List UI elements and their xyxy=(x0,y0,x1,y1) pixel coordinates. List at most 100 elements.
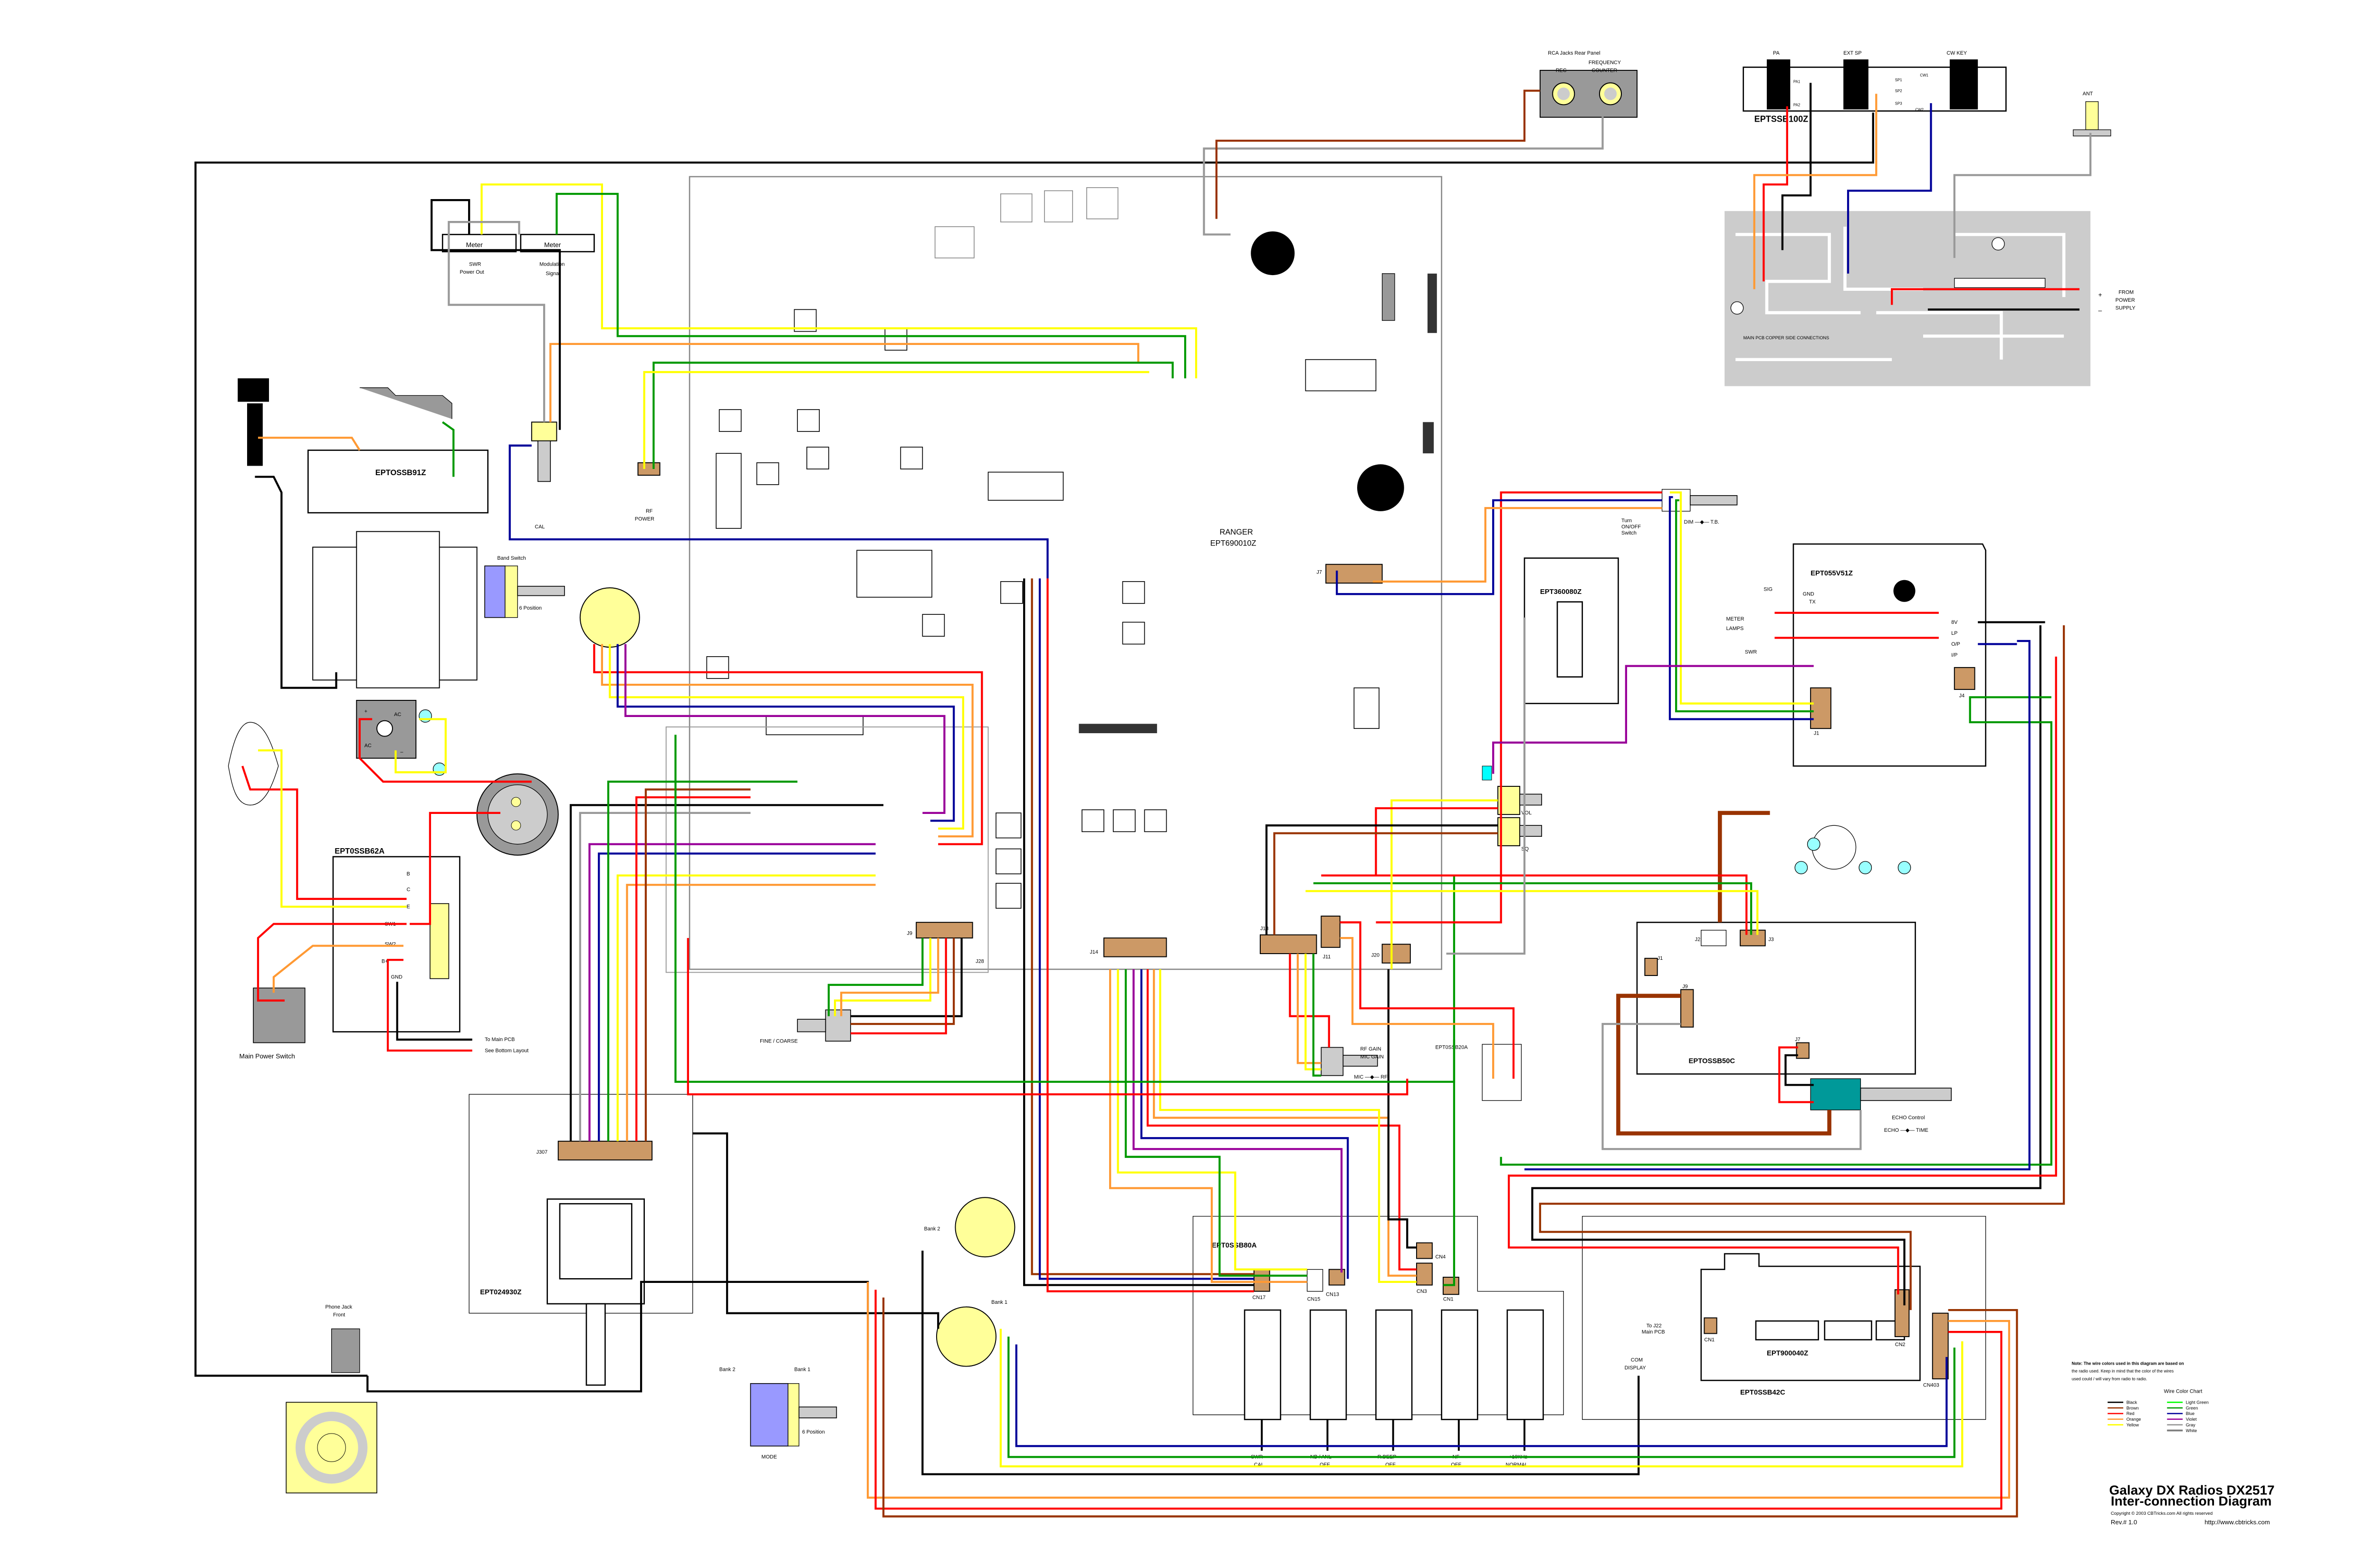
echo-control-label: ECHO Control xyxy=(1892,1115,1925,1121)
sig-label: SIG xyxy=(1763,587,1772,593)
ranger-label: RANGER xyxy=(1219,528,1253,536)
wire-red xyxy=(687,938,1408,1096)
vol-label: VOL xyxy=(1521,810,1532,816)
lp-label: LP xyxy=(1951,631,1957,636)
wire-red xyxy=(593,644,983,845)
wire-red xyxy=(635,796,751,1141)
note-line-3: used could / will vary from radio to rad… xyxy=(2072,1377,2147,1381)
supply-minus: – xyxy=(2098,306,2102,314)
switch-rbeep[interactable] xyxy=(1375,1309,1413,1420)
j9-label: J9 xyxy=(907,930,912,936)
wire-brown xyxy=(1539,625,2065,1310)
plus-label: + xyxy=(364,708,367,714)
j7-50c-label: J7 xyxy=(1795,1037,1800,1042)
switch-swr-cal[interactable] xyxy=(1244,1309,1282,1420)
board-label-eptossb91z: EPTOSSB91Z xyxy=(375,468,426,477)
board-label-ept900040z: EPT900040Z xyxy=(1767,1350,1808,1358)
wire-brown xyxy=(1273,832,1498,935)
legend-label: Blue xyxy=(2186,1411,2194,1416)
power-label: POWER xyxy=(2116,297,2135,303)
website-link[interactable]: http://www.cbtricks.com xyxy=(2204,1519,2270,1526)
wire-blue xyxy=(1524,640,2031,1171)
title-line-1: Galaxy DX Radios DX2517 xyxy=(2109,1482,2275,1497)
board-ept0ssb80a: EPT0SSB80A CN17 CN15 CN13 CN3 CN4 CN1 SW… xyxy=(1192,1216,1564,1468)
main-power-switch[interactable] xyxy=(253,987,306,1043)
wire-red xyxy=(1375,807,1498,876)
wire-red xyxy=(1146,969,1417,1271)
wire-blue xyxy=(1847,103,1932,274)
main-pcb-labels: RANGER EPT690010Z RF POWER J7 J9 J28 J14… xyxy=(635,462,1542,1101)
wire-gray xyxy=(1601,1023,1862,1150)
wire-red xyxy=(874,1290,2002,1510)
legend-label: Violet xyxy=(2186,1417,2197,1422)
pa-jack xyxy=(1766,59,1791,110)
wire-red xyxy=(1321,874,1748,935)
phone-jack[interactable] xyxy=(331,1328,360,1373)
legend-item: Gray xyxy=(2167,1423,2195,1427)
sp1-label: SP1 xyxy=(1895,78,1902,82)
power-transistor xyxy=(228,722,279,806)
onoff-label: ON/OFF xyxy=(1621,524,1641,530)
mic-rf-label: MIC —◆— RF xyxy=(1354,1074,1388,1080)
cn4-label: CN4 xyxy=(1435,1254,1446,1260)
wire-green xyxy=(674,735,1456,1083)
j20-label: J20 xyxy=(1371,953,1380,958)
to-j22-label: To J22 xyxy=(1647,1323,1662,1329)
wire-green xyxy=(1675,499,1814,713)
title-line-2: Inter-connection Diagram xyxy=(2111,1493,2272,1508)
board-ept024930z: J307 EPT024930Z Phone Jack Front Bank 2 … xyxy=(286,1094,1016,1493)
gnd-label: GND xyxy=(1803,592,1814,597)
legend-label: Red xyxy=(2127,1411,2135,1416)
cn15-label: CN15 xyxy=(1307,1296,1321,1302)
cn1-label: CN1 xyxy=(1443,1296,1454,1302)
pin-b-label: B xyxy=(407,871,410,877)
legend-label: Light Green xyxy=(2186,1400,2209,1405)
rf-mic-gain-pot[interactable] xyxy=(1321,1047,1344,1076)
pa2-label: PA2 xyxy=(1793,103,1800,107)
board-label-eptossb50c: EPTOSSB50C xyxy=(1688,1057,1735,1065)
wire-red xyxy=(1763,106,1788,282)
echo-control-pot[interactable] xyxy=(1810,1078,1861,1110)
wire-brown-shielded xyxy=(1616,994,1831,1136)
board-label-ept024930z: EPT024930Z xyxy=(480,1289,521,1296)
wires xyxy=(194,83,2092,1518)
legend-label: Green xyxy=(2186,1405,2198,1410)
counter-label: COUNTER xyxy=(1592,67,1618,73)
switch-nb-anl[interactable] xyxy=(1309,1309,1347,1420)
legend-label: Black xyxy=(2127,1400,2137,1405)
wire-red xyxy=(241,765,407,900)
see-bottom-layout-label: See Bottom Layout xyxy=(485,1048,528,1053)
wire-green xyxy=(556,192,1187,379)
connector-j7-main xyxy=(1325,564,1383,584)
cw-key-jack xyxy=(1949,59,1978,110)
cal-pot[interactable] xyxy=(531,421,557,441)
main-power-switch-label: Main Power Switch xyxy=(240,1052,295,1060)
wire-blue xyxy=(1038,578,1254,1280)
switch-nf[interactable] xyxy=(1441,1309,1478,1420)
wire-blue xyxy=(1336,499,1662,595)
tx-label: TX xyxy=(1809,599,1816,605)
wire-blue xyxy=(616,644,955,822)
board-label-eptssb100z: EPTSSB100Z xyxy=(1754,115,1809,124)
band-rotary-switch[interactable] xyxy=(579,587,640,648)
mode-label: MODE xyxy=(761,1454,777,1460)
band-switch[interactable] xyxy=(484,565,506,618)
main-board-label: EPT690010Z xyxy=(1210,539,1256,547)
com-label: COM xyxy=(1631,1358,1643,1363)
wire-yellow xyxy=(1159,969,1417,1283)
ac-plug-icon xyxy=(359,387,452,419)
wire-black xyxy=(921,1251,1640,1475)
cn403-label: CN403 xyxy=(1923,1382,1939,1388)
ac-label-1: AC xyxy=(394,712,401,717)
switch-10khz[interactable] xyxy=(1506,1309,1544,1420)
wire-orange xyxy=(1340,937,1495,1079)
copper-side-label: MAIN PCB COPPER SIDE CONNECTIONS xyxy=(1744,335,1830,340)
connector-j307 xyxy=(557,1140,653,1161)
wire-gray xyxy=(579,812,751,1141)
cn17-label: CN17 xyxy=(1253,1295,1266,1300)
wire-black xyxy=(194,112,1874,1377)
mode-switch[interactable] xyxy=(750,1383,789,1447)
power-out-label: Power Out xyxy=(460,269,484,275)
supply-plus: + xyxy=(2098,291,2102,298)
rf-gain-label: RF GAIN xyxy=(1360,1046,1381,1052)
